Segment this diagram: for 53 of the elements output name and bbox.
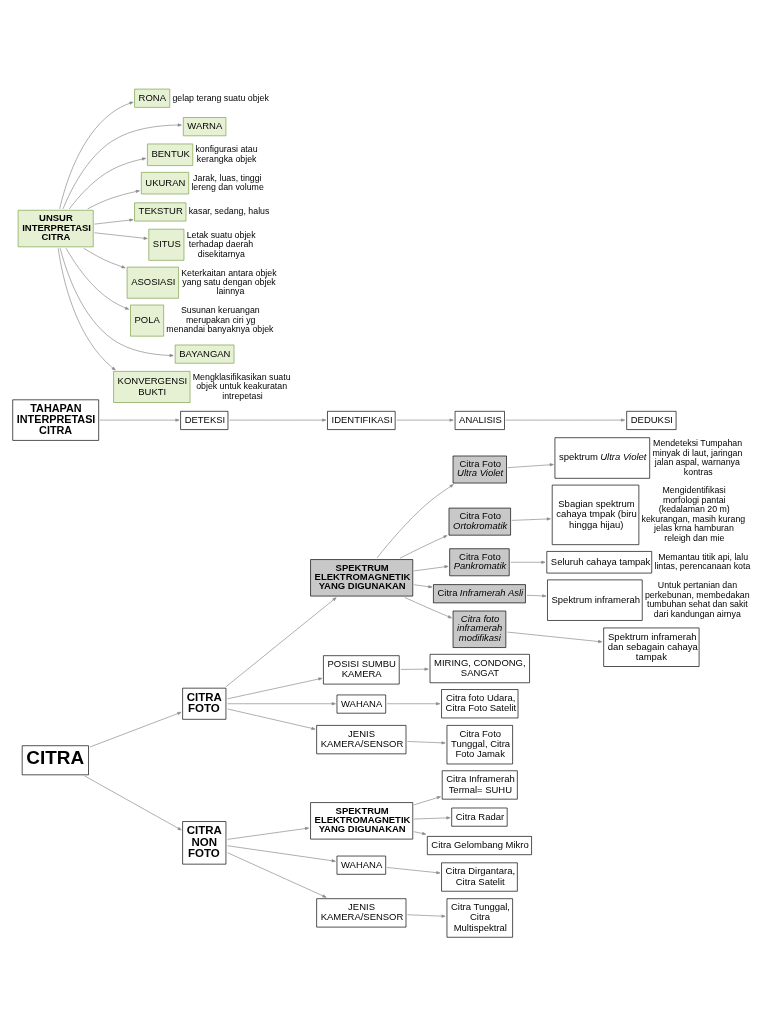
arrow	[227, 852, 327, 898]
node-label: gelap terang suatu objek	[172, 92, 269, 103]
arrow	[396, 418, 454, 422]
arrow	[99, 418, 180, 422]
node-label: Keterkaitan antara objek yang satu dengan objek lainnya	[181, 267, 277, 297]
arrow	[229, 418, 327, 422]
arrow	[510, 560, 546, 564]
arrow	[59, 247, 174, 357]
arrow	[400, 667, 429, 671]
arrow	[62, 123, 182, 210]
arrow	[399, 535, 448, 559]
arrow	[87, 189, 140, 210]
arrow	[507, 463, 554, 468]
node-label: Untuk pertanian dan perkebunan, membedakan tumbuhan sehat dan sakit dari kandungan airnya	[644, 580, 750, 619]
arrow	[413, 831, 427, 835]
arrow	[505, 418, 626, 422]
arrow	[386, 867, 441, 875]
arrow	[89, 711, 182, 748]
arrow	[526, 594, 547, 598]
arrow	[84, 775, 182, 831]
arrow	[407, 914, 446, 918]
arrow	[57, 247, 116, 371]
arrow	[94, 218, 134, 225]
arrow	[227, 845, 336, 863]
arrow	[227, 702, 336, 706]
node-label: konfigurasi atau kerangka objek	[195, 144, 258, 164]
arrow	[225, 597, 337, 688]
arrow	[376, 484, 454, 559]
arrow	[407, 741, 446, 745]
node-label: Mengklasifikasikan suatu objek untuk keakuratan intrepetasi	[192, 371, 291, 401]
arrow	[68, 157, 147, 210]
arrow	[59, 101, 134, 210]
node-label: Jarak, luas, tinggi lereng dan volume	[191, 172, 264, 193]
arrow	[65, 248, 130, 310]
node-label: kasar, sedang, halus	[188, 206, 270, 217]
arrow	[94, 232, 148, 240]
arrow	[227, 827, 309, 840]
arrow	[83, 247, 126, 269]
arrow	[227, 677, 323, 700]
node-label: Susunan keruangan merupakan ciri yg menandai banyaknya objek	[166, 305, 274, 335]
node-label: Mengidentifikasi morfologi pantai (kedalaman 20 m) kekurangan, masih kurang jelas krna hamburan releigh dan mie	[641, 485, 746, 543]
arrow	[511, 517, 551, 521]
arrow	[386, 702, 441, 706]
arrow	[413, 816, 451, 820]
node-label: Letak suatu objek terhadap daerah disekitarnya	[186, 229, 256, 259]
arrow	[413, 584, 433, 589]
node-label: Mendeteksi Tumpahan minyak di laut, jaringan jalan aspal, warnanya kontras	[652, 438, 743, 477]
arrow	[506, 631, 603, 644]
arrow	[227, 708, 316, 730]
arrow	[413, 565, 449, 572]
node-label: Memantau titik api, lalu lintas, perencanaan kota	[654, 551, 751, 572]
arrow	[404, 597, 452, 619]
arrow	[413, 796, 441, 806]
